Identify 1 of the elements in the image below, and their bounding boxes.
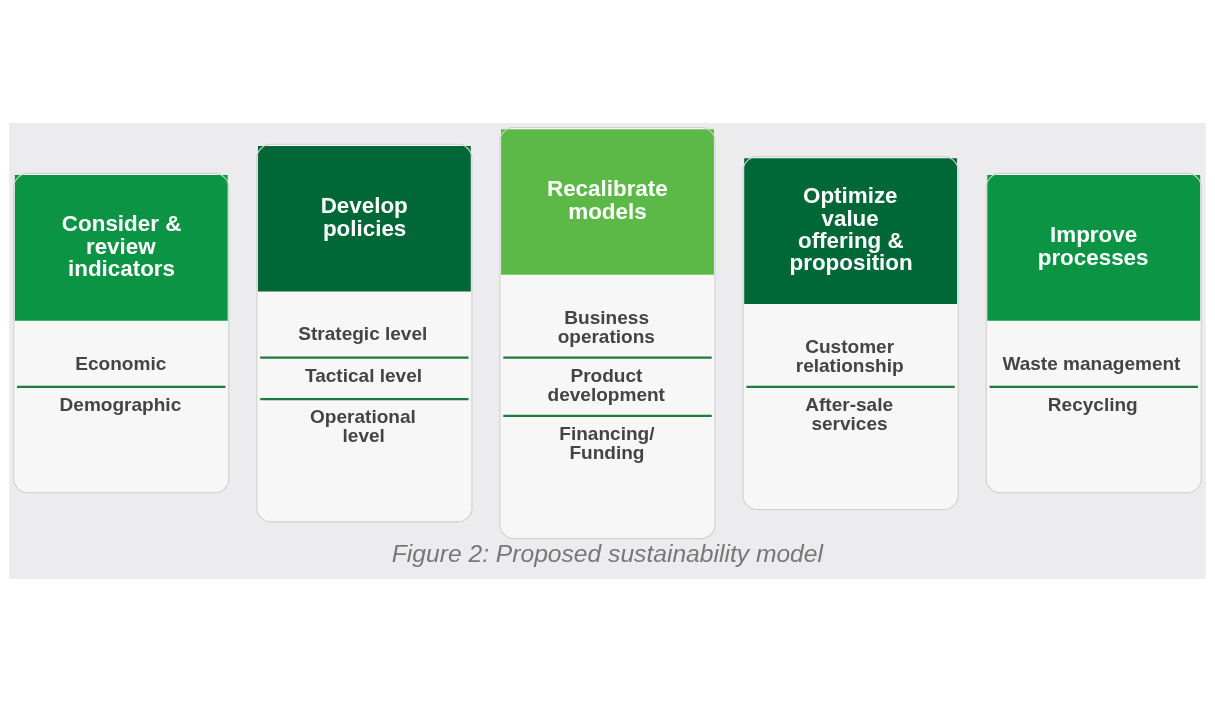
caption: Figure 2: Proposed sustainability model xyxy=(391,539,823,567)
